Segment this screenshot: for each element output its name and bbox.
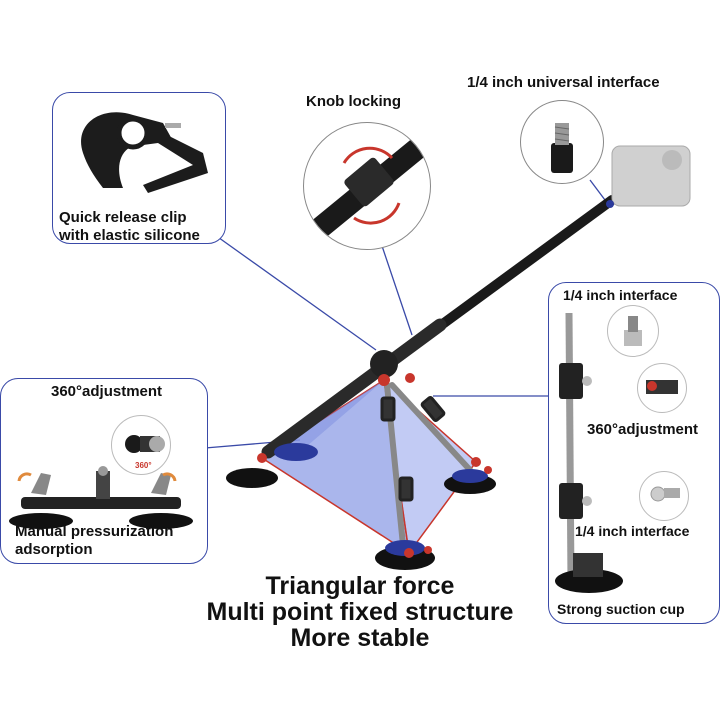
screw-icon-bottom bbox=[650, 486, 680, 502]
side-adjustment-label: 360°adjustment bbox=[587, 421, 699, 438]
tagline-line3: More stable bbox=[290, 624, 430, 652]
ballhead-circle bbox=[111, 415, 171, 475]
quick-release-label-line1: Quick release clip bbox=[59, 209, 187, 226]
quick-release-card: Quick release clip with elastic silicone bbox=[52, 92, 226, 244]
pressurization-card: 360°adjustment 360° Manual pressurizatio… bbox=[0, 378, 208, 564]
side-interface-top-circle bbox=[607, 305, 659, 357]
side-panel-card: 1/4 inch interface 360°adjustment 1/4 in… bbox=[548, 282, 720, 624]
knob-locking-circle bbox=[303, 122, 431, 250]
side-interface-bottom-circle bbox=[639, 471, 689, 521]
side-pole-assembly bbox=[555, 312, 623, 593]
knob-locking-label: Knob locking bbox=[306, 93, 401, 110]
camera bbox=[606, 145, 691, 208]
leg-joints bbox=[380, 396, 446, 502]
suction-cup-bottom bbox=[375, 540, 435, 570]
side-interface-bottom-label: 1/4 inch interface bbox=[575, 523, 690, 539]
tagline-line1: Triangular force bbox=[265, 572, 455, 600]
universal-interface-circle bbox=[520, 100, 604, 184]
center-hub bbox=[370, 350, 398, 378]
pressurization-label-line1: Manual pressurization bbox=[15, 523, 174, 540]
clamp-icon bbox=[81, 112, 208, 193]
screw-icon-top bbox=[624, 316, 642, 346]
side-suction-cup-label: Strong suction cup bbox=[557, 601, 685, 617]
side-adjustment-circle bbox=[637, 363, 687, 413]
tagline-line2: Multi point fixed structure bbox=[206, 598, 514, 626]
dual-suction-mount-icon bbox=[9, 466, 193, 529]
triangle-force-planes bbox=[260, 378, 478, 555]
suction-cup-right bbox=[444, 469, 496, 494]
knob-icon bbox=[307, 134, 430, 242]
callout-lines bbox=[204, 179, 609, 449]
side-interface-top-label: 1/4 inch interface bbox=[563, 287, 678, 303]
suction-cup-left bbox=[226, 443, 318, 488]
adjustment-left-label: 360°adjustment bbox=[51, 383, 163, 400]
ballhead-icon bbox=[125, 435, 165, 453]
pressurization-label-line2: adsorption bbox=[15, 541, 93, 558]
universal-interface-label: 1/4 inch universal interface bbox=[467, 74, 660, 91]
clamp-joint-icon bbox=[646, 380, 678, 394]
badge-360-label: 360° bbox=[135, 461, 152, 470]
quick-release-label-line2: with elastic silicone bbox=[59, 227, 200, 244]
screw-mount-icon bbox=[551, 123, 573, 173]
